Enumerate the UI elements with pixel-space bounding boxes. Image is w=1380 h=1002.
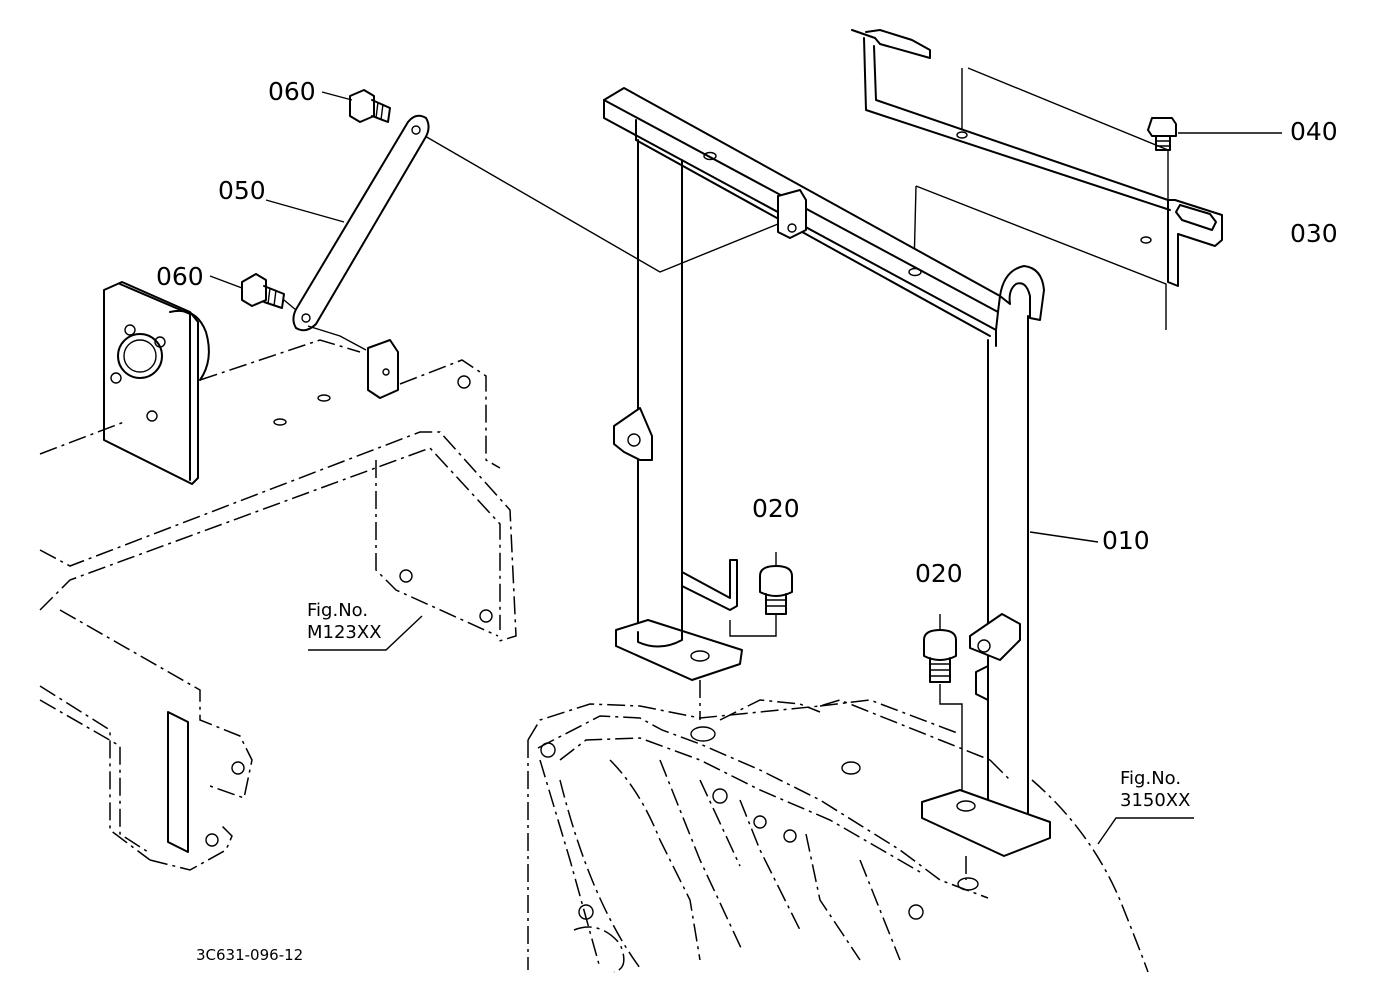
part-label-050: 050 xyxy=(218,176,266,205)
part-label-020-right: 020 xyxy=(915,559,963,588)
bolt-020-left xyxy=(729,552,793,637)
drawing-code: 3C631-096-12 xyxy=(196,946,304,964)
fig-ref-m123-line2: M123XX xyxy=(307,622,382,643)
part-label-030: 030 xyxy=(1290,219,1338,248)
fig-ref-3150: Fig.No. 3150XX xyxy=(1120,768,1190,812)
leader-m123 xyxy=(308,615,423,651)
part-label-060-mid: 060 xyxy=(156,262,204,291)
bolt-060-mid xyxy=(209,273,297,311)
frame-010 xyxy=(417,87,1099,857)
left-frame xyxy=(39,281,517,871)
part-label-010: 010 xyxy=(1102,526,1150,555)
fig-ref-3150-line2: 3150XX xyxy=(1120,790,1191,811)
bolt-040 xyxy=(1147,117,1282,151)
bolt-060-top xyxy=(321,89,391,123)
fig-ref-m123-line1: Fig.No. xyxy=(307,600,369,621)
link-050 xyxy=(265,114,430,332)
housing-3150 xyxy=(527,680,1194,973)
part-label-060-top: 060 xyxy=(268,77,316,106)
part-label-020-left: 020 xyxy=(752,494,800,523)
fig-ref-3150-line1: Fig.No. xyxy=(1120,768,1182,789)
fig-ref-m123: Fig.No. M123XX xyxy=(307,600,382,644)
part-label-040: 040 xyxy=(1290,117,1338,146)
bolt-020-right xyxy=(923,614,963,790)
